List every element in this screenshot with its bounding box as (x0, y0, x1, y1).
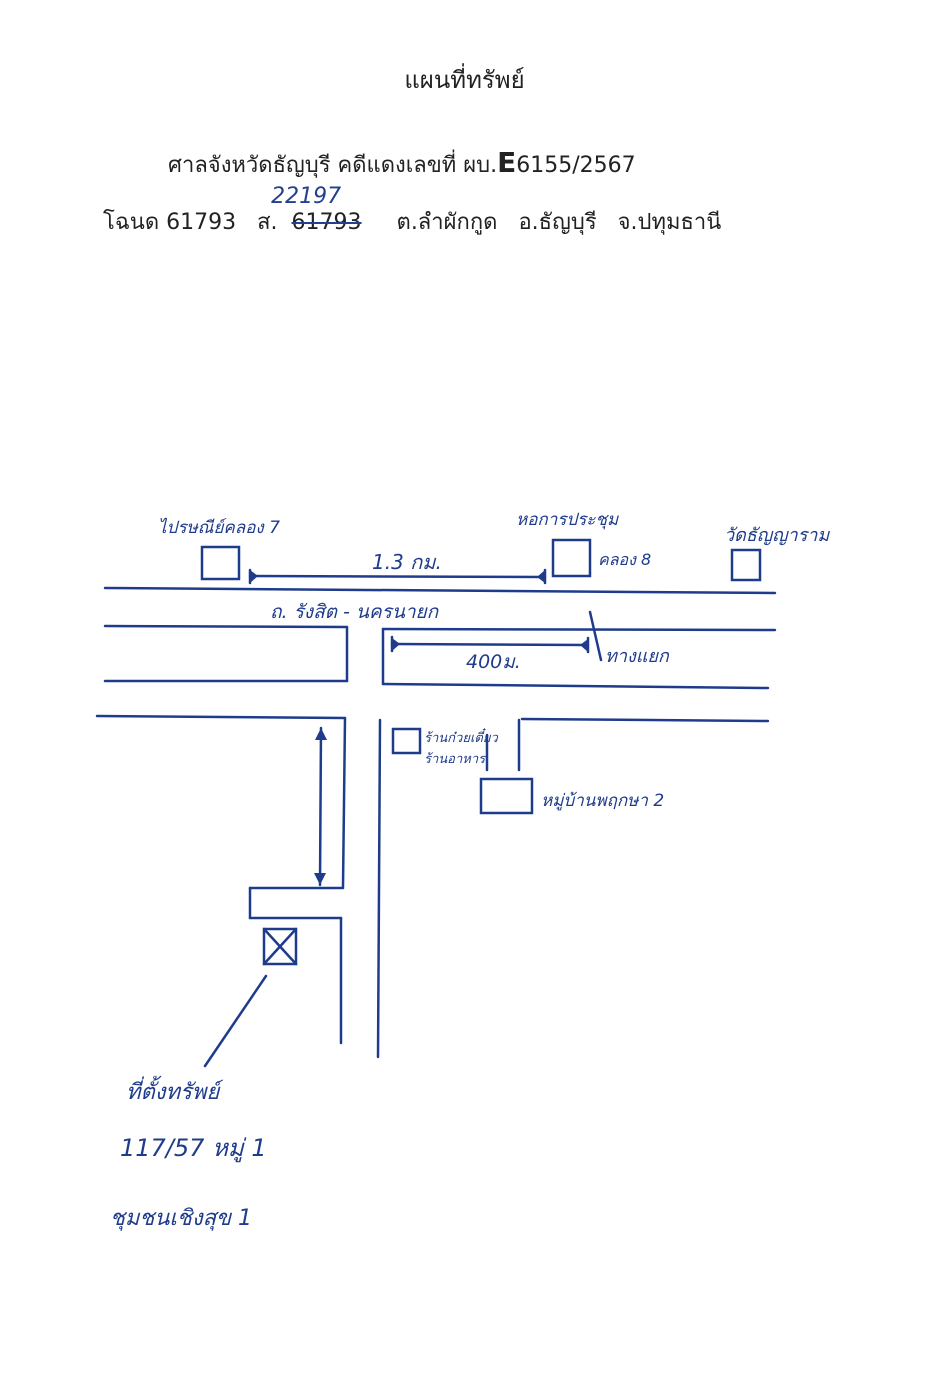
label-junction: ทางแยก (605, 646, 669, 667)
temple-marker (730, 548, 762, 582)
label-distance-top: 1.3 กม. (372, 550, 442, 574)
court-case-line: ศาลจังหวัดธัญบุรี คดีแดงเลขที่ ผบ.E6155/… (168, 146, 636, 182)
survey-number-correction: 22197 (271, 184, 342, 209)
label-village: หมู่บ้านพฤกษา 2 (541, 791, 665, 811)
label-khlong8: คลอง 8 (598, 550, 652, 569)
survey-prefix: ส. (257, 210, 278, 235)
arrowhead-mid-right (580, 639, 588, 652)
village-marker (479, 777, 534, 815)
arrowhead-mid-left (392, 638, 400, 651)
main-road-top-edge (103, 586, 777, 595)
side-road-left-edge (341, 716, 347, 889)
main-road-median-left-top (103, 624, 349, 629)
label-community: ชุมชนเชิงสุข 1 (110, 1206, 253, 1231)
survey-number-old: 61793 (291, 210, 362, 235)
page-title: แผนที่ทรัพย์ (404, 66, 525, 94)
label-noodle-shop: ร้านก๋วยเตี๋ยว (424, 731, 498, 746)
label-road-name: ถ. รังสิต - นครนายก (270, 601, 439, 623)
side-road-right-edge (376, 718, 382, 1059)
arrowhead-vertical-top (315, 728, 327, 740)
main-road-bottom-edge-left (95, 714, 347, 720)
court-case-prefix: ศาลจังหวัดธัญบุรี คดีแดงเลขที่ ผบ. (168, 153, 498, 178)
label-noodle-shop-2: ร้านอาหาร (424, 752, 486, 767)
label-distance-mid: 400ม. (466, 651, 521, 673)
main-road-median-right-top (381, 627, 777, 632)
property-marker (262, 927, 298, 966)
distance-arrow-top (248, 574, 547, 579)
deed-number: โฉนด 61793 (103, 210, 237, 235)
district: อ.ธัญบุรี (518, 210, 597, 235)
court-case-number: 6155/2567 (516, 153, 636, 178)
post-office-marker (200, 545, 241, 581)
court-case-letter: E (497, 146, 517, 179)
province: จ.ปทุมธานี (617, 210, 722, 235)
distance-arrow-mid (390, 642, 590, 647)
label-post-office: ไปรษณีย์คลอง 7 (158, 518, 280, 538)
arrowhead-top-left (250, 570, 258, 583)
arrowhead-vertical-bottom (314, 873, 326, 885)
distance-arrow-vertical (318, 726, 323, 887)
label-temple: วัดธัญญาราม (724, 525, 830, 546)
main-road-bottom-edge-right (520, 717, 770, 723)
label-meeting-hall: หอการประชุม (516, 510, 619, 530)
noodle-shop-marker (391, 727, 422, 755)
junction-pointer (588, 610, 603, 662)
main-road-median-right-bottom (381, 682, 770, 690)
meeting-hall-marker (551, 538, 592, 578)
label-house-number: 117/57 หมู่ 1 (120, 1134, 267, 1162)
arrowhead-top-right (537, 570, 545, 583)
label-property-location: ที่ตั้งทรัพย์ (126, 1080, 220, 1105)
property-pointer-line (203, 974, 268, 1068)
subdistrict: ต.ลำผักกูด (396, 210, 498, 235)
property-marker-cross-2 (262, 927, 298, 966)
